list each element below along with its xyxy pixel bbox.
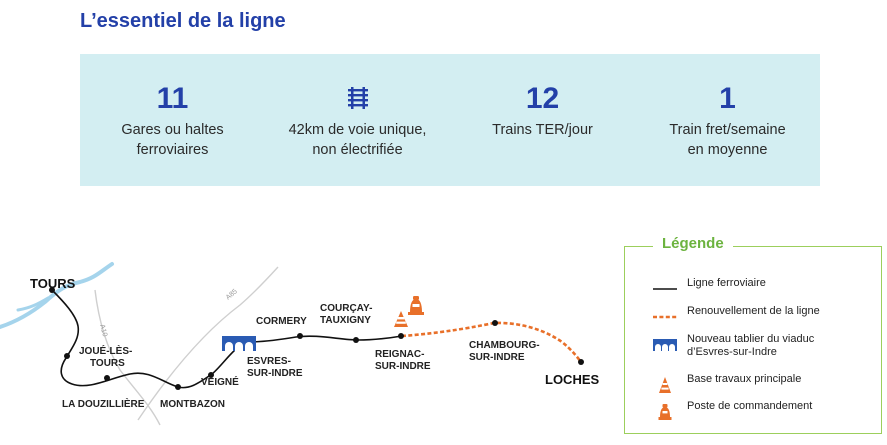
station-dot-reignac [398, 333, 404, 339]
road-a10 [94, 289, 161, 426]
rail-line-icon [653, 288, 677, 290]
work-base-cone-icon [394, 311, 408, 327]
renewal-line [401, 321, 583, 363]
river [0, 262, 114, 329]
stat-value: 12 [525, 82, 560, 115]
station-label-montbazon: MONTBAZON [160, 399, 225, 410]
legend-label: Poste de commandement [687, 400, 813, 412]
station-dot-cormery [297, 333, 303, 339]
stat-value [265, 82, 450, 116]
station-label-loches: LOCHES [545, 372, 600, 387]
line-map: A10 A85 TOURS JOUÉ-LÈS-TOURS LA DOUZILLI… [0, 262, 600, 426]
legend-label: Renouvellement de la ligne [687, 305, 820, 317]
viaduct-icon [653, 339, 677, 351]
station-dot-chambourg [492, 320, 498, 326]
station-dot-loches [578, 359, 584, 365]
station-dot-courcay [353, 337, 359, 343]
road-label-a10: A10 [98, 324, 108, 338]
stat-label: Trains TER/jour [492, 122, 593, 138]
station-dot-tours [49, 287, 55, 293]
legend-box: Légende Ligne ferroviaire Renouvellement… [624, 235, 883, 434]
stat-trains: 12 Trains TER/jour [450, 82, 635, 140]
viaduct-icon [222, 336, 256, 351]
legend-item: Renouvellement de la ligne [625, 305, 883, 329]
rail-track-icon [347, 87, 368, 109]
station-label-chambourg: CHAMBOURG-SUR-INDRE [469, 340, 540, 363]
renewal-line-icon [653, 315, 677, 319]
station-label-joue: JOUÉ-LÈS-TOURS [79, 344, 132, 369]
road-a85 [137, 266, 279, 421]
control-post-icon [408, 296, 424, 315]
stat-track: 42km de voie unique,non électrifiée [265, 82, 450, 160]
station-dot-veigne [208, 372, 214, 378]
work-base-cone-icon [659, 377, 671, 393]
station-label-tours: TOURS [30, 276, 76, 291]
stat-value: 11 [156, 82, 189, 115]
legend-label: d’Esvres-sur-Indre [687, 346, 777, 358]
legend-item: Base travaux principale [625, 373, 883, 397]
stat-label: 42km de voie unique,non électrifiée [288, 122, 427, 158]
legend-label: Base travaux principale [687, 373, 802, 385]
station-label-courcay: COURÇAY-TAUXIGNY [320, 303, 372, 326]
station-dot-montbazon [175, 384, 181, 390]
legend-item: Poste de commandement [625, 400, 883, 424]
station-dot-douzilliere [104, 375, 110, 381]
station-label-veigne: VEIGNÉ [201, 375, 239, 388]
legend-title: Légende [653, 235, 733, 252]
river [16, 296, 50, 312]
station-label-reignac: REIGNAC-SUR-INDRE [375, 349, 431, 372]
control-post-icon [658, 404, 672, 420]
legend-label: Nouveau tablier du viaduc [687, 333, 815, 345]
station-dot-joue [64, 353, 70, 359]
road-label-a85: A85 [225, 288, 239, 301]
station-label-esvres: ESVRES-SUR-INDRE [247, 356, 303, 379]
station-label-cormery: CORMERY [256, 316, 307, 327]
legend-label: Ligne ferroviaire [687, 277, 766, 289]
station-label-douzilliere: LA DOUZILLIÈRE [62, 397, 145, 410]
legend-item: Ligne ferroviaire [625, 277, 883, 301]
stat-value: 1 [719, 82, 736, 115]
section-title: L’essentiel de la ligne [80, 10, 286, 32]
